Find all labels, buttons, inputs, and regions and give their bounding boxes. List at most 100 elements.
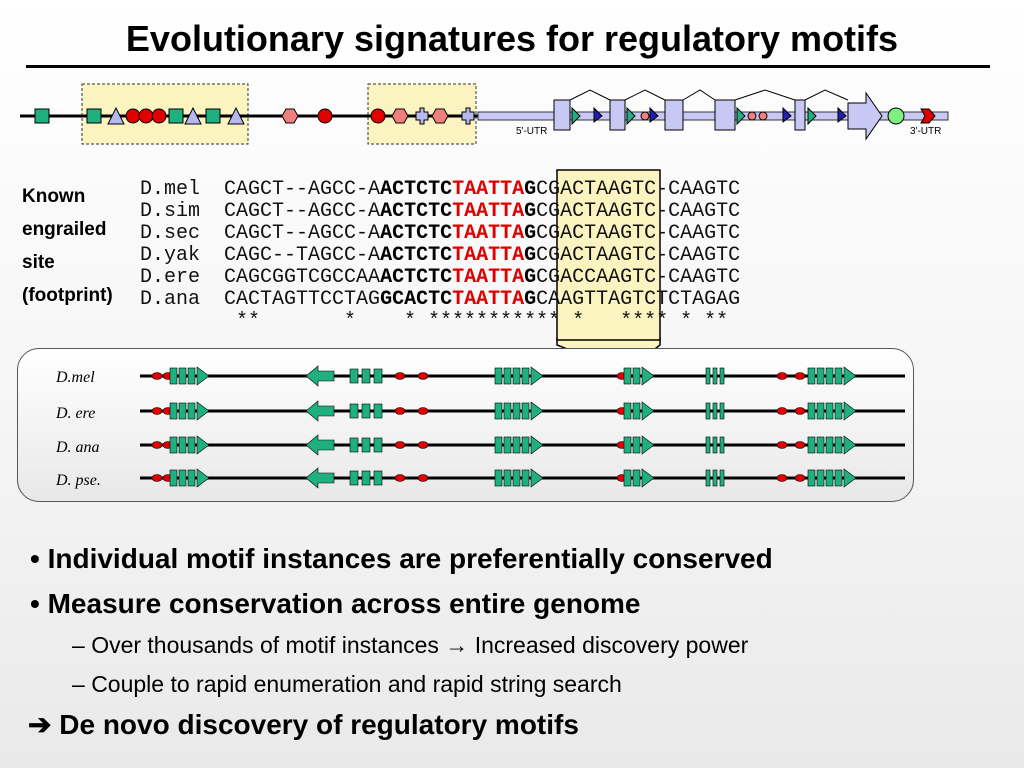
motif-dot [417, 372, 429, 380]
arrow-right [843, 401, 857, 421]
motif-box [632, 436, 641, 454]
motif-dot [151, 441, 163, 449]
arrow-right [641, 468, 655, 488]
motif-box [349, 437, 359, 453]
motif-box [512, 402, 521, 420]
motif-dot [417, 407, 429, 415]
arrow-right [196, 435, 210, 455]
motif-box [178, 402, 187, 420]
motif-dot [794, 441, 806, 449]
sub-bullet-2: – Couple to rapid enumeration and rapid … [72, 671, 622, 697]
motif-box [834, 469, 843, 487]
motif-dot [394, 407, 406, 415]
arrow-right [641, 435, 655, 455]
utr5-label: 5'-UTR [516, 126, 547, 137]
motif-box [807, 367, 816, 385]
motif-box [187, 436, 196, 454]
motif-dot [151, 372, 163, 380]
motif-box [632, 402, 641, 420]
motif-dot [776, 372, 788, 380]
arrow-right [196, 401, 210, 421]
motif-tick [712, 469, 718, 487]
motif-tick [719, 402, 725, 420]
motif-box [169, 469, 178, 487]
motif-dot [151, 407, 163, 415]
motif-box [632, 469, 641, 487]
motif-box [632, 367, 641, 385]
motif-box [503, 402, 512, 420]
motif-dot [417, 474, 429, 482]
motif-dot [794, 372, 806, 380]
motif-box [361, 368, 371, 384]
motif-box [373, 470, 383, 486]
motif-tick [705, 436, 711, 454]
utr-bar [477, 111, 949, 121]
arrow-left [305, 400, 335, 422]
motif-box [373, 368, 383, 384]
arrow-right [641, 401, 655, 421]
motif-box [494, 367, 503, 385]
alignment-row: D.ana CACTAGTTCCTAGGCACTCTAATTAGCAAGTTAG… [140, 288, 741, 311]
motif-box [816, 469, 825, 487]
conclusion: ➔ De novo discovery of regulatory motifs [28, 709, 579, 740]
motif-tick [719, 469, 725, 487]
gene-track: 5'-UTR 3'-UTR [20, 83, 949, 145]
motif-box [623, 436, 632, 454]
motif-box [494, 436, 503, 454]
motif-box [512, 436, 521, 454]
slide-title: Evolutionary signatures for regulatory m… [125, 18, 899, 59]
alignment-row: D.sim CAGCT--AGCC-AACTCTCTAATTAGCGACTAAG… [140, 200, 741, 223]
species-label: D.mel [56, 369, 95, 386]
motif-box [494, 402, 503, 420]
alignment-row: D.sec CAGCT--AGCC-AACTCTCTAATTAGCGACTAAG… [140, 222, 741, 245]
motif-box [807, 469, 816, 487]
motif-box [494, 469, 503, 487]
motif-box [521, 402, 530, 420]
motif-box [825, 367, 834, 385]
motif-box [349, 368, 359, 384]
motif-tick [705, 367, 711, 385]
motif-box [623, 402, 632, 420]
motif-box [503, 436, 512, 454]
arrow-left [305, 467, 335, 489]
bullet-1: • Individual motif instances are prefere… [30, 543, 773, 574]
arrow-right [641, 366, 655, 386]
motif-dot [794, 407, 806, 415]
motif-tick [712, 367, 718, 385]
motif-box [816, 402, 825, 420]
motif-dot [776, 474, 788, 482]
motif-box [834, 367, 843, 385]
motif-dot [776, 407, 788, 415]
motif-box [178, 367, 187, 385]
motif-box [807, 402, 816, 420]
motif-box [187, 367, 196, 385]
motif-box [623, 469, 632, 487]
arrow-right [196, 366, 210, 386]
motif-box [349, 403, 359, 419]
species-label: D. pse. [56, 472, 101, 489]
motif-box [169, 402, 178, 420]
arrow-left [305, 365, 335, 387]
motif-box [503, 367, 512, 385]
motif-box [512, 367, 521, 385]
motif-box [816, 367, 825, 385]
motif-box [825, 402, 834, 420]
arrow-right [530, 366, 544, 386]
motif-box [187, 402, 196, 420]
alignment-row: D.ere CAGCGGTCGCCAAACTCTCTAATTAGCGACCAAG… [140, 266, 741, 289]
alignment-row: D.mel CAGCT--AGCC-AACTCTCTAATTAGCGACTAAG… [140, 178, 741, 201]
motif-box [521, 367, 530, 385]
motif-box [521, 469, 530, 487]
motif-dot [394, 441, 406, 449]
arrow-right [843, 468, 857, 488]
motif-tick [719, 436, 725, 454]
motif-box [373, 437, 383, 453]
motif-tick [705, 402, 711, 420]
arrow-right [196, 468, 210, 488]
sub-bullet-1: – Over thousands of motif instances → In… [72, 632, 749, 658]
motif-dot [151, 474, 163, 482]
motif-box [834, 436, 843, 454]
motif-box [503, 469, 512, 487]
motif-dot [394, 474, 406, 482]
motif-highlight-box [556, 169, 661, 341]
